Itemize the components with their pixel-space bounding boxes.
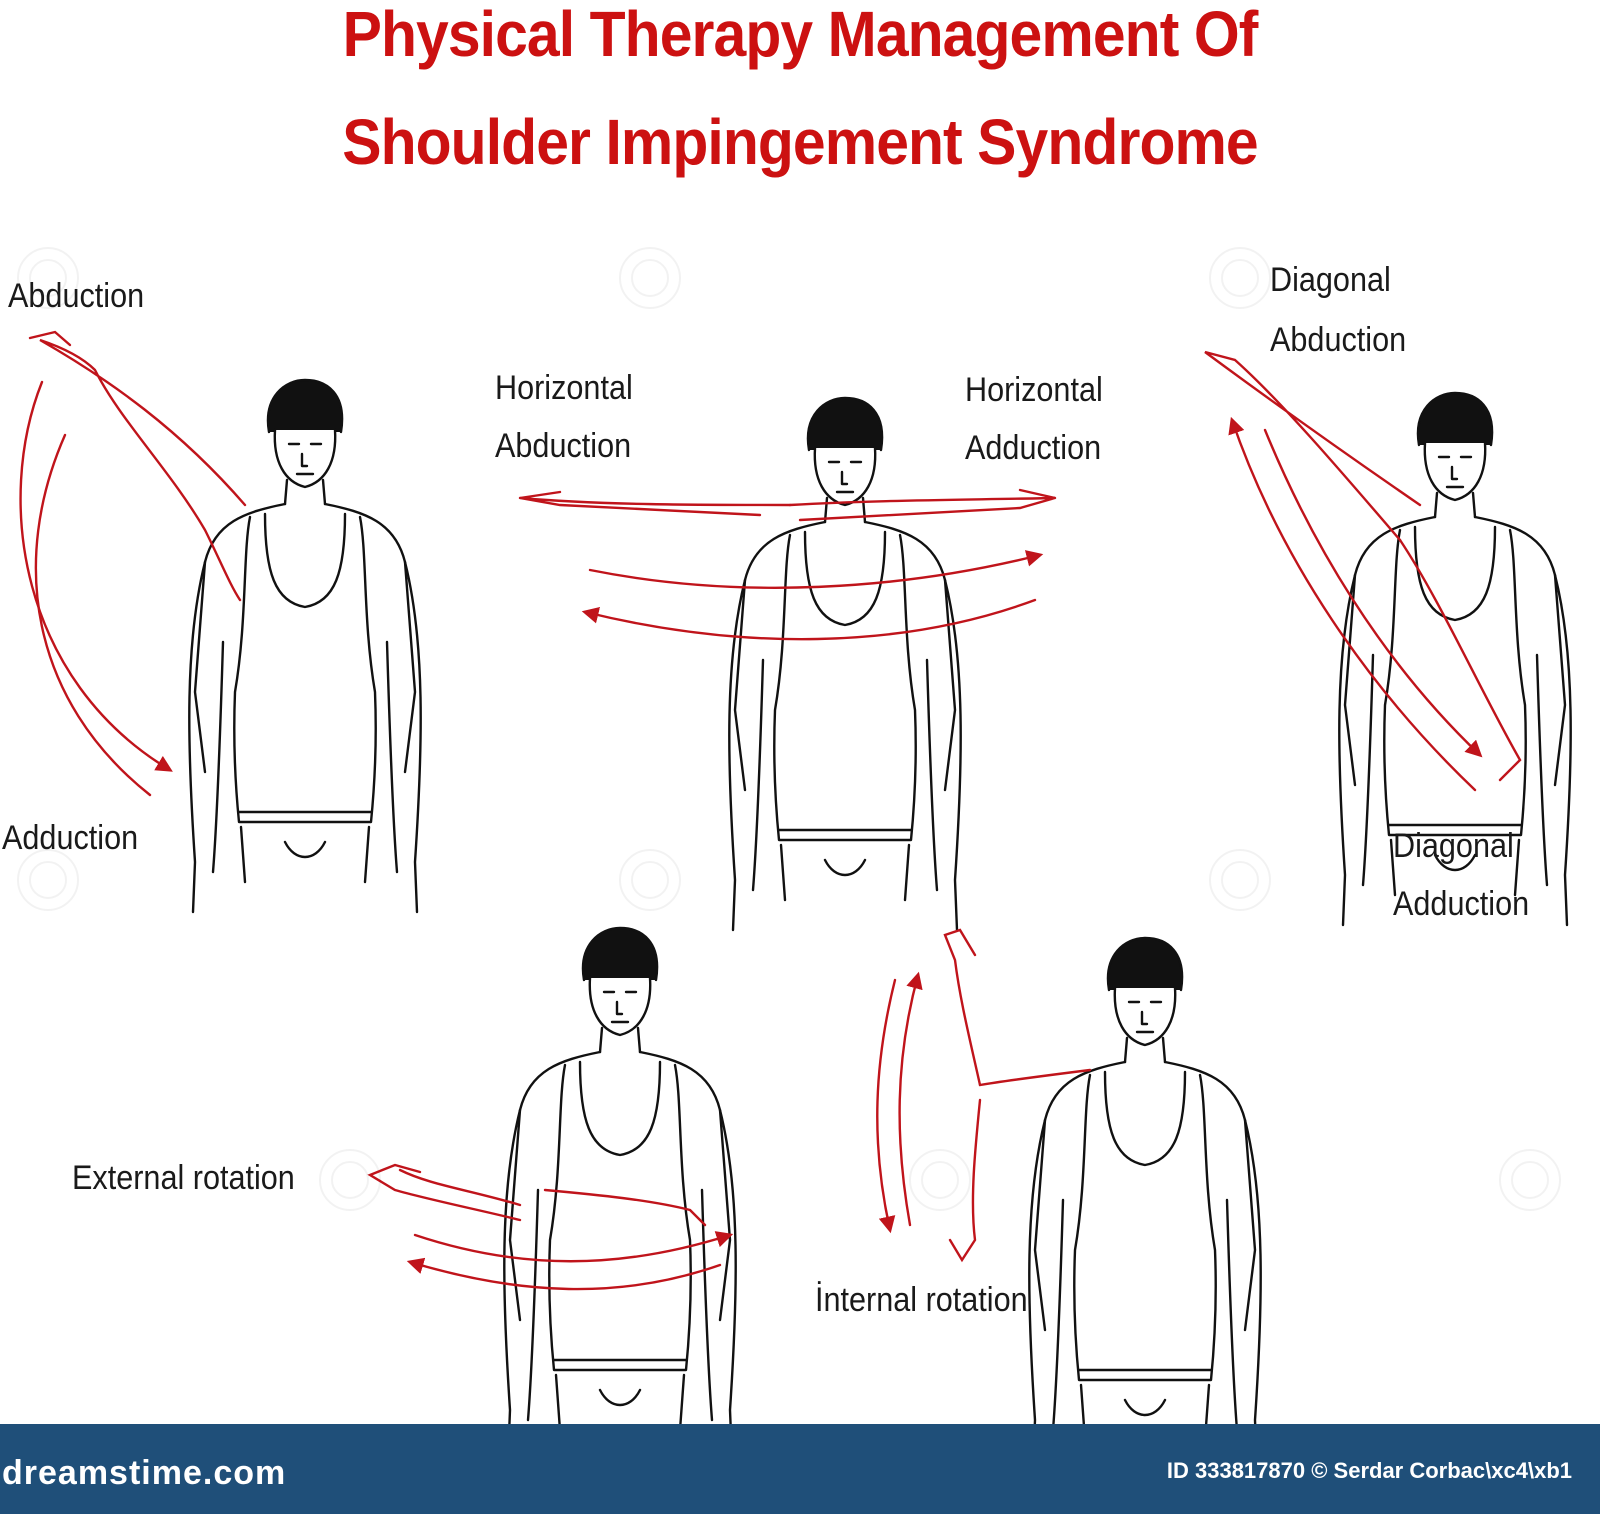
label-diagonal-abduction-line2: Abduction	[1270, 321, 1407, 359]
figure-diagonal	[1204, 350, 1572, 927]
label-horizontal-abduction-line2: Abduction	[495, 427, 632, 465]
label-horizontal-adduction-line1: Horizontal	[965, 371, 1103, 409]
label-diagonal-adduction-line2: Adduction	[1393, 885, 1530, 923]
title-line-1: Physical Therapy Management Of	[342, 0, 1259, 70]
figure-horizontal	[518, 396, 1057, 932]
label-horizontal-abduction-line1: Horizontal	[495, 369, 633, 407]
figure-internal-rotation	[876, 928, 1262, 1424]
label-internal-rotation: İnternal rotation	[815, 1281, 1028, 1319]
label-abduction: Abduction	[8, 277, 145, 315]
figure-abduction	[19, 330, 422, 914]
figure-external-rotation	[367, 926, 737, 1424]
label-adduction: Adduction	[2, 819, 139, 857]
title-line-2: Shoulder Impingement Syndrome	[342, 106, 1258, 178]
label-diagonal-abduction-line1: Diagonal	[1270, 261, 1391, 299]
label-horizontal-adduction-line2: Adduction	[965, 429, 1102, 467]
label-diagonal-adduction-line1: Diagonal	[1393, 827, 1514, 865]
label-external-rotation: External rotation	[72, 1159, 295, 1197]
brand-logo: dreamstime.com	[2, 1454, 287, 1492]
exercise-illustrations	[17, 247, 1572, 1424]
image-credit: ID 333817870 © Serdar Corbac\xc4\xb1	[1166, 1458, 1572, 1483]
footer-bar: dreamstime.com ID 333817870 © Serdar Cor…	[0, 1424, 1600, 1514]
